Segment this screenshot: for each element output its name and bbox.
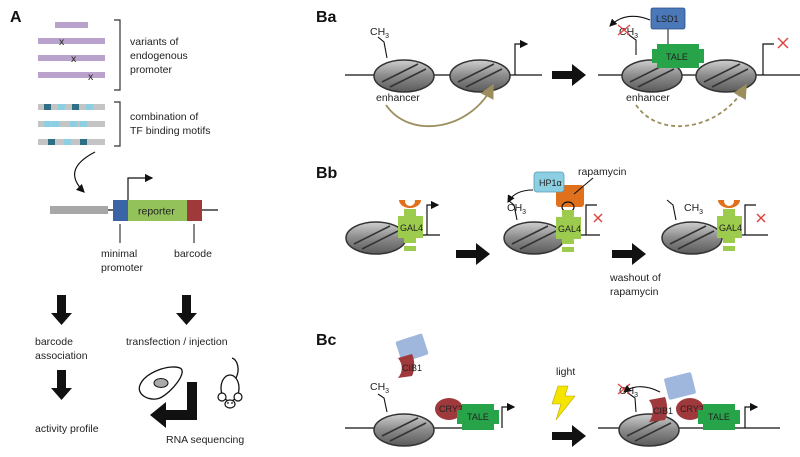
mouse-icon <box>217 357 243 409</box>
tale-protein: TALE <box>652 44 704 68</box>
methyl-label: CH3 <box>507 202 526 216</box>
minimal-promoter-label: minimal <box>101 248 137 260</box>
washout-label: washout of <box>609 272 661 284</box>
flow-arrow <box>176 295 197 325</box>
activity-profile-label: activity profile <box>35 423 99 435</box>
tf-motif-combinations <box>38 104 105 145</box>
step-arrow <box>612 243 646 265</box>
nucleosome-icon <box>661 221 723 255</box>
barcode-association-label: barcode <box>35 336 73 348</box>
panel-label-ba: Ba <box>316 9 337 26</box>
gal4-hp1-complex: GAL4 HP1α <box>533 171 584 252</box>
variants-label: endogenous <box>130 50 188 62</box>
nucleosome-icon <box>695 59 757 93</box>
lightning-icon <box>551 385 576 421</box>
promoter-arrow-icon <box>514 39 529 75</box>
bracket <box>114 101 121 147</box>
reporter-label: reporter <box>138 206 175 218</box>
motifs-label: combination of <box>130 111 198 123</box>
promoter-arrow-icon <box>744 204 756 235</box>
washout-label: rapamycin <box>610 286 659 298</box>
bracket <box>114 19 121 91</box>
mutation-mark: x <box>59 36 65 48</box>
cross-icon <box>593 213 603 223</box>
promoter-arrow-icon <box>585 204 597 235</box>
barcode-label: barcode <box>174 248 212 260</box>
svg-text:CRY2: CRY2 <box>680 404 704 414</box>
step-arrow <box>456 243 490 265</box>
variants-label: promoter <box>130 64 173 76</box>
methyl-label: CH3 <box>684 202 703 216</box>
enhancer-arrow-dashed <box>635 83 747 127</box>
promoter-arrow-icon <box>501 402 516 428</box>
rna-sequencing-label: RNA sequencing <box>166 434 244 446</box>
nucleosome-icon <box>373 413 435 447</box>
step-arrow <box>552 425 586 447</box>
methyl-label: CH3 <box>370 26 389 40</box>
endogenous-variants: x x x <box>38 22 105 83</box>
transfection-label: transfection / injection <box>126 336 228 348</box>
rapamycin-label: rapamycin <box>578 166 627 178</box>
nucleosome-icon <box>503 221 565 255</box>
cross-icon <box>756 213 766 223</box>
cell-icon <box>138 366 183 400</box>
promoter-arrow-icon <box>426 200 440 235</box>
variants-label: variants of <box>130 36 179 48</box>
mutation-mark: x <box>71 53 77 65</box>
svg-text:CRY2: CRY2 <box>439 404 463 414</box>
promoter-arrow-icon <box>762 43 774 75</box>
svg-text:LSD1: LSD1 <box>656 14 679 24</box>
enhancer-label: enhancer <box>376 92 420 104</box>
insert-arrow <box>74 151 96 193</box>
cib1-free: CIB1 <box>395 333 429 378</box>
reporter-construct: reporter <box>50 173 218 243</box>
mutation-mark: x <box>88 71 94 83</box>
svg-text:CIB1: CIB1 <box>402 363 422 373</box>
cib1-cry2-tale-complex: CIB1 CRY2 TALE <box>649 372 740 430</box>
gal4-rapamycin-complex: GAL4 <box>398 196 423 251</box>
svg-text:GAL4: GAL4 <box>558 224 581 234</box>
reporter-box <box>128 200 187 221</box>
promoter-arrow-icon <box>744 402 759 428</box>
flow-arrow <box>51 370 72 400</box>
cross-icon <box>777 37 789 49</box>
nucleosome-icon <box>373 59 435 93</box>
promoter-arrow-icon <box>127 173 154 200</box>
svg-text:TALE: TALE <box>666 52 688 62</box>
svg-text:TALE: TALE <box>708 412 730 422</box>
removal-arrow <box>623 384 661 393</box>
enhancer-label: enhancer <box>626 92 670 104</box>
panel-label-a: A <box>10 9 22 26</box>
flow-arrow <box>51 295 72 325</box>
removal-arrow <box>609 15 651 27</box>
svg-text:CIB1: CIB1 <box>653 406 673 416</box>
cross-icon <box>617 24 631 36</box>
light-label: light <box>556 366 575 378</box>
svg-text:HP1α: HP1α <box>539 178 562 188</box>
panel-label-bb: Bb <box>316 165 338 182</box>
nucleosome-icon <box>618 413 680 447</box>
step-arrow <box>552 64 586 86</box>
svg-text:GAL4: GAL4 <box>719 223 742 233</box>
nucleosome-icon <box>345 221 407 255</box>
barcode-box <box>187 200 202 221</box>
recruitment-arrow <box>507 189 534 203</box>
minimal-promoter-label: promoter <box>101 262 144 274</box>
panel-label-bc: Bc <box>316 332 337 349</box>
minimal-promoter-box <box>113 200 128 221</box>
rna-seq-arrow <box>150 382 197 428</box>
nucleosome-icon <box>449 59 511 93</box>
enhancer-arrow <box>385 83 494 127</box>
svg-text:GAL4: GAL4 <box>400 223 423 233</box>
cry2-tale-complex: CRY2 TALE <box>435 398 499 430</box>
barcode-association-label: association <box>35 350 88 362</box>
methyl-label: CH3 <box>370 381 389 395</box>
svg-text:TALE: TALE <box>467 412 489 422</box>
motifs-label: TF binding motifs <box>130 125 211 137</box>
lsd1-protein: LSD1 <box>650 7 686 30</box>
gal4-protein: GAL4 <box>717 196 742 251</box>
